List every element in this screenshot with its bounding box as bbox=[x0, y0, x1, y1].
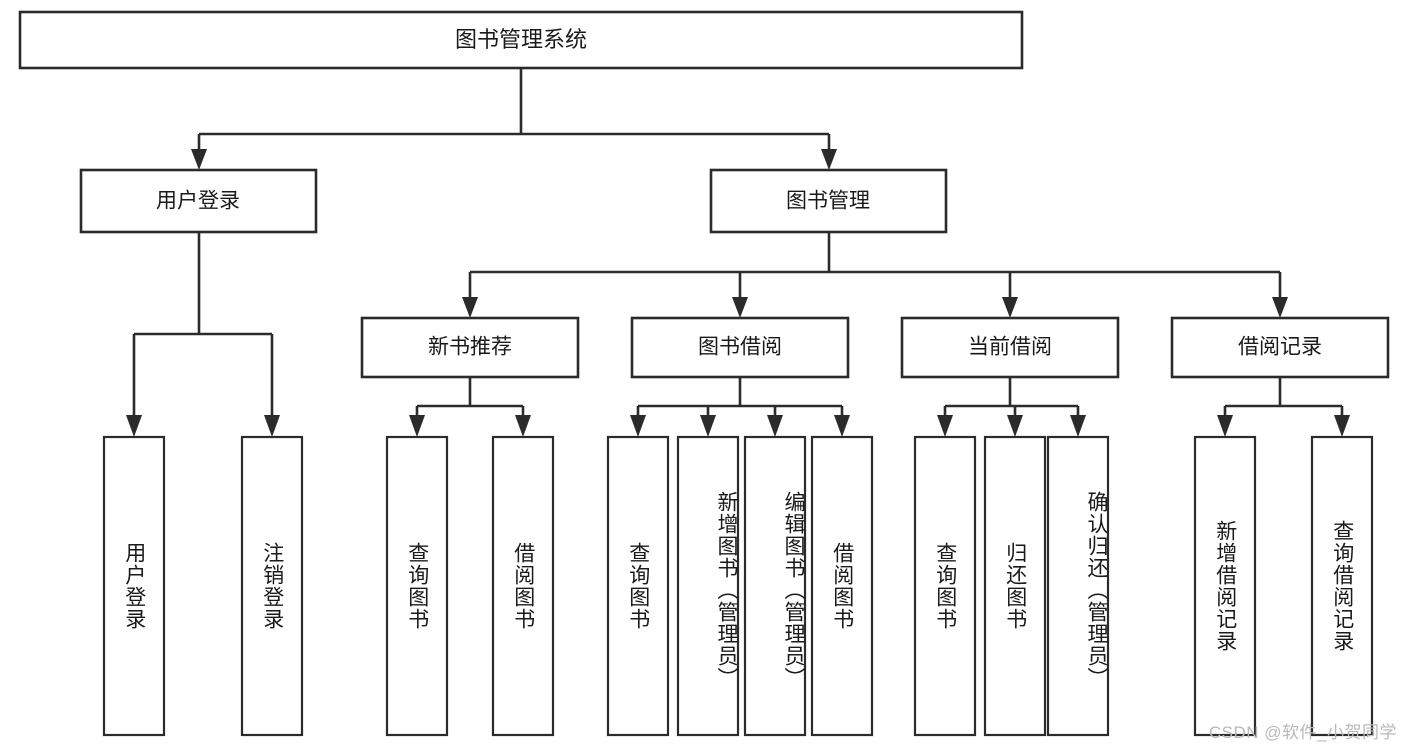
arrow-bm-to-record bbox=[1272, 297, 1288, 318]
arrow-bm-to-borrow bbox=[732, 297, 748, 318]
node-leaf-return-book[interactable] bbox=[983, 435, 1047, 737]
arrow-bb-to-leaf1 bbox=[630, 415, 646, 437]
arrow-cb-to-leaf2 bbox=[1007, 415, 1023, 437]
node-leaf-user-logout[interactable] bbox=[240, 435, 304, 737]
node-user-login[interactable] bbox=[79, 168, 318, 234]
arrow-nbr-to-leaf1 bbox=[409, 415, 425, 437]
arrow-bb-to-leaf3 bbox=[767, 415, 783, 437]
node-leaf-confirm-return[interactable] bbox=[1046, 435, 1110, 737]
node-book-borrow[interactable] bbox=[630, 316, 850, 379]
node-user-login-label: 用户登录 bbox=[156, 190, 240, 213]
node-leaf-borrow-book[interactable] bbox=[810, 435, 874, 737]
node-borrow-record-label: 借阅记录 bbox=[1238, 336, 1322, 359]
node-leaf-edit-book[interactable] bbox=[743, 435, 807, 737]
arrow-ul-to-leaf2 bbox=[264, 415, 280, 437]
arrow-cb-to-leaf3 bbox=[1070, 415, 1086, 437]
node-new-book-recommend-label: 新书推荐 bbox=[428, 336, 512, 359]
arrow-bb-to-leaf2 bbox=[700, 415, 716, 437]
node-leaf-borrow-book-recommend[interactable] bbox=[491, 435, 555, 737]
node-book-management-label: 图书管理 bbox=[786, 190, 870, 213]
nodes: 图书管理系统 用户登录 图书管理 新书推荐 图书借阅 当前借阅 借阅记录 bbox=[18, 10, 1390, 737]
node-leaf-query-book-current[interactable] bbox=[913, 435, 977, 737]
node-leaf-query-book-recommend[interactable] bbox=[385, 435, 449, 737]
arrow-root-to-book-management bbox=[821, 149, 837, 170]
node-root-label: 图书管理系统 bbox=[455, 27, 587, 52]
node-leaf-query-borrow-record[interactable] bbox=[1310, 435, 1374, 737]
node-book-management[interactable] bbox=[709, 168, 948, 234]
node-leaf-user-login[interactable] bbox=[102, 435, 166, 737]
node-leaf-query-book-borrow[interactable] bbox=[606, 435, 670, 737]
node-current-borrow-label: 当前借阅 bbox=[968, 336, 1052, 359]
arrow-root-to-user-login bbox=[191, 149, 207, 170]
arrow-br-to-leaf1 bbox=[1217, 415, 1233, 437]
node-root[interactable] bbox=[18, 10, 1024, 70]
node-leaf-add-borrow-record[interactable] bbox=[1193, 435, 1257, 737]
arrow-bb-to-leaf4 bbox=[834, 415, 850, 437]
arrow-nbr-to-leaf2 bbox=[515, 415, 531, 437]
connectors bbox=[126, 68, 1350, 437]
arrow-br-to-leaf2 bbox=[1334, 415, 1350, 437]
node-book-borrow-label: 图书借阅 bbox=[698, 336, 782, 359]
node-leaf-add-book[interactable] bbox=[676, 435, 740, 737]
node-new-book-recommend[interactable] bbox=[360, 316, 580, 379]
node-borrow-record[interactable] bbox=[1170, 316, 1390, 379]
csdn-watermark: CSDN @软件_小贺同学 bbox=[1208, 723, 1397, 742]
arrow-bm-to-current bbox=[1002, 297, 1018, 318]
node-current-borrow[interactable] bbox=[900, 316, 1120, 379]
arrow-ul-to-leaf1 bbox=[126, 415, 142, 437]
arrow-cb-to-leaf1 bbox=[937, 415, 953, 437]
arrow-bm-to-recommend bbox=[462, 297, 478, 318]
